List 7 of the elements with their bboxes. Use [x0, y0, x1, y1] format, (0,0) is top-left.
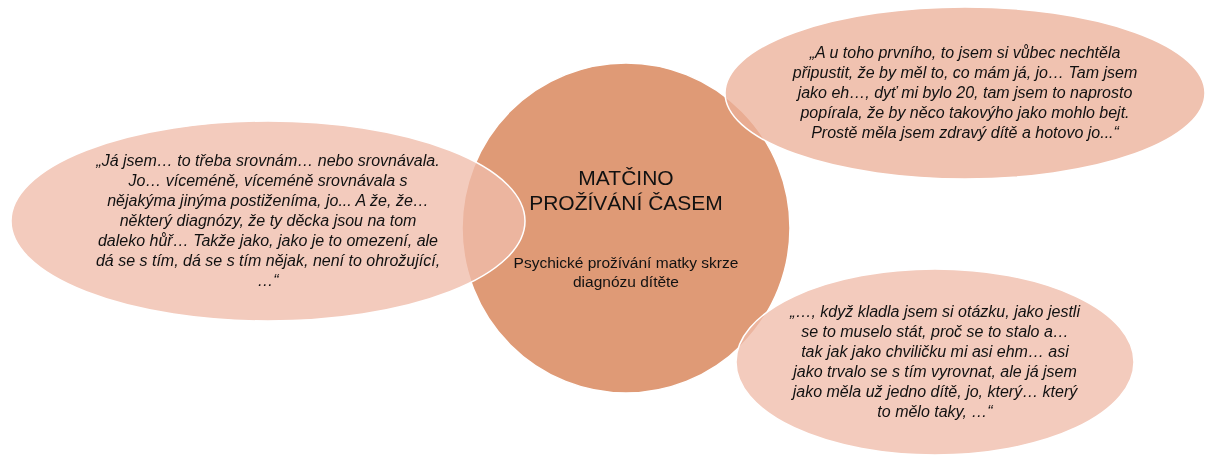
quote-text: „Já jsem… to třeba srovnám… nebo srovnávala. Jo… víceméně, víceméně srovnávala s nějakýma jinýma postiženíma, jo... A že, že… některý diagnózy, že ty děcka jsou na tom daleko hůř… Takže jako, jako je to omezení, ale dá se s tím, dá se s tím nějak, není to ohrožující, …“ [95, 151, 441, 291]
description-text: Psychické prožívání matky skrze diagnózu dítěte [512, 253, 740, 291]
quote-text: „A u toho prvního, to jsem si vůbec nechtěla připustit, že by měl to, co mám já, jo… Tam jsem jako eh…, dyť mi bylo 20, tam jsem to naprosto popírala, že by něco takovýho jako mohlo bejt. Prostě měla jsem zdravý dítě a hotovo jo...“ [791, 43, 1139, 143]
quote-text: „…, když kladla jsem si otázku, jako jestli se to muselo stát, proč se to stalo a… tak jak jako chviličku mi asi ehm… asi jako trvalo se s tím vyrovnat, ale já jsem jako měla už jedno dítě, jo, který… který to mělo taky, …“ [790, 302, 1080, 422]
quote-ellipse [724, 6, 1206, 180]
heading: MATČINO PROŽÍVÁNÍ ČASEM [528, 165, 724, 215]
quote-ellipse [735, 268, 1135, 456]
